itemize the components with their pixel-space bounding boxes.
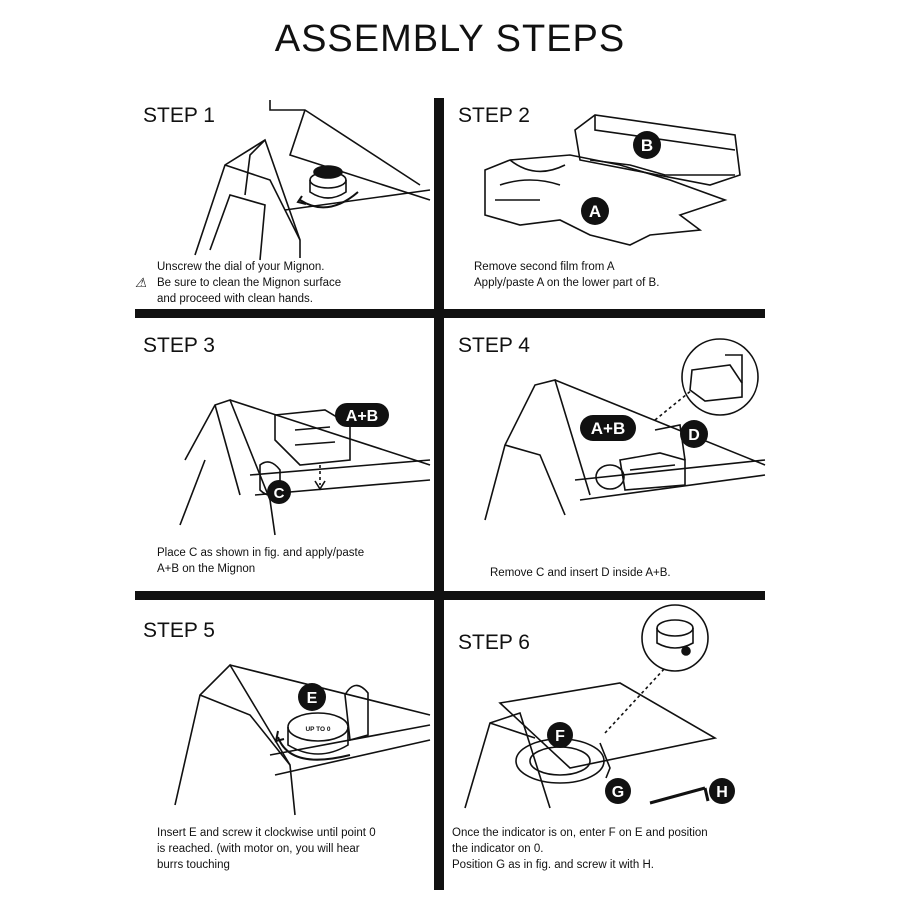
step-4-title: STEP 4: [458, 334, 530, 357]
label-h: H: [716, 784, 728, 801]
step-4-caption: Remove C and insert D inside A+B.: [490, 565, 671, 581]
caption-line: Apply/paste A on the lower part of B.: [474, 277, 660, 289]
step-6-title: STEP 6: [458, 631, 530, 654]
caption-line: and proceed with clean hands.: [157, 293, 313, 305]
caption-line: the indicator on 0.: [452, 843, 544, 855]
step-1-illustration: [194, 100, 431, 261]
caption-line: Once the indicator is on, enter F on E a…: [452, 827, 708, 839]
label-f: F: [555, 728, 565, 745]
label-c: C: [274, 485, 285, 502]
step-6-caption: Once the indicator is on, enter F on E a…: [452, 825, 757, 873]
grid-divider-horizontal-2: [135, 591, 765, 600]
caption-line: burrs touching: [157, 859, 230, 871]
step-2-title: STEP 2: [458, 104, 530, 127]
step-3-illustration: A+B C: [179, 399, 431, 536]
dial-text: UP TO 0: [305, 726, 330, 733]
label-a-plus-b: A+B: [346, 408, 378, 425]
caption-line: Unscrew the dial of your Mignon.: [157, 261, 325, 273]
step-3-title: STEP 3: [143, 334, 215, 357]
label-e: E: [307, 690, 318, 707]
step-5-caption: Insert E and screw it clockwise until po…: [157, 825, 376, 873]
caption-line: Remove second film from A: [474, 261, 615, 273]
label-a: A: [589, 202, 601, 221]
label-d: D: [688, 427, 700, 444]
step-3-caption: Place C as shown in fig. and apply/paste…: [157, 545, 364, 577]
caption-line: Insert E and screw it clockwise until po…: [157, 827, 376, 839]
step-5-title: STEP 5: [143, 619, 215, 642]
step-2-caption: Remove second film from A Apply/paste A …: [474, 259, 659, 291]
step-4-illustration: A+B D: [484, 338, 766, 521]
caption-line: ⚠Be sure to clean the Mignon surface: [135, 275, 342, 290]
step-1-caption: Unscrew the dial of your Mignon. ⚠Be sur…: [135, 259, 342, 307]
label-g: G: [612, 784, 624, 801]
step-5-illustration: UP TO 0 E: [174, 663, 431, 816]
grid-divider-vertical: [434, 98, 444, 890]
caption-line: Place C as shown in fig. and apply/paste: [157, 547, 365, 559]
step-1-title: STEP 1: [143, 104, 215, 127]
caption-line: Position G as in fig. and screw it with …: [452, 859, 654, 871]
label-b: B: [641, 136, 653, 155]
warning-triangle-icon: ⚠: [135, 275, 147, 290]
page-title: ASSEMBLY STEPS: [274, 18, 626, 60]
label-a-plus-b: A+B: [591, 419, 625, 438]
step-2-illustration: B A: [484, 114, 741, 246]
step-6-illustration: F G H: [464, 604, 735, 809]
grid-divider-horizontal-1: [135, 309, 765, 318]
caption-line: A+B on the Mignon: [157, 563, 256, 575]
caption-line: Remove C and insert D inside A+B.: [490, 567, 671, 579]
caption-line: is reached. (with motor on, you will hea…: [157, 843, 360, 855]
